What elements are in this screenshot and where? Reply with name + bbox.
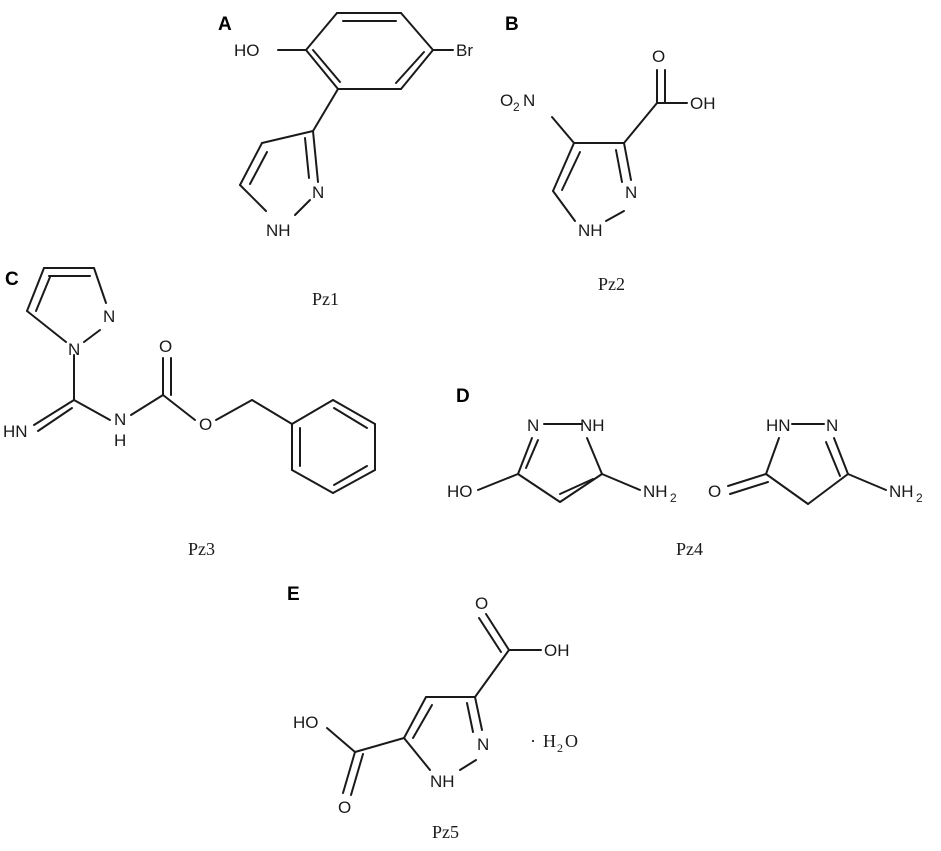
panel-c: C: [3, 267, 376, 559]
panel-a: A HO Br N NH: [218, 12, 473, 309]
pz5-top-o-label: O: [475, 594, 488, 613]
pz4-right-o-label: O: [708, 482, 721, 501]
pz3-ring-n1-label: N: [68, 340, 80, 359]
pz2-acid-oh-label: OH: [690, 94, 716, 113]
panel-d-letter: D: [456, 386, 470, 407]
svg-text:NH: NH: [643, 482, 668, 501]
pz1-nitrogen-label: N: [312, 183, 324, 202]
pz5-nh-label: NH: [430, 772, 455, 791]
panel-e: E O OH HO O N NH · H: [287, 584, 578, 842]
pz4-oxo-tautomer: [727, 423, 887, 505]
pz3-ester-o-label: O: [199, 415, 212, 434]
pz1-structure: [239, 12, 454, 216]
pz3-carbonyl-o-label: O: [159, 337, 172, 356]
pz2-nitro-label: O 2 N: [500, 91, 535, 114]
svg-text:H: H: [543, 731, 556, 751]
pz1-nh-label: NH: [266, 221, 291, 240]
pz5-nitrogen-label: N: [477, 735, 489, 754]
pz5-hydrate-label: · H 2 O: [530, 731, 578, 755]
panel-b: B O OH O 2 N N NH Pz2: [500, 14, 716, 294]
svg-text:2: 2: [557, 741, 563, 755]
svg-text:N: N: [114, 410, 126, 429]
pz4-left-n-label: N: [527, 416, 539, 435]
pz5-left-ho-label: HO: [293, 713, 319, 732]
pz5-top-oh-label: OH: [544, 641, 570, 660]
svg-text:H: H: [114, 431, 126, 450]
pz3-ring-n-label: N: [103, 307, 115, 326]
pz4-hydroxy-tautomer: [477, 423, 641, 503]
panel-b-letter: B: [505, 14, 519, 35]
pz1-caption: Pz1: [312, 289, 339, 309]
svg-text:·: ·: [530, 731, 536, 751]
pz4-caption: Pz4: [676, 539, 703, 559]
pz4-right-hn-label: HN: [766, 416, 791, 435]
pz5-bottom-o-label: O: [338, 798, 351, 817]
pz4-left-nh-label: NH: [580, 416, 605, 435]
pz5-structure: [326, 613, 542, 796]
panel-e-letter: E: [287, 584, 300, 605]
pz1-hydroxyl-label: HO: [234, 41, 260, 60]
svg-text:2: 2: [670, 491, 677, 505]
pz4-right-nh2-label: NH 2: [889, 482, 923, 505]
pz1-bromine-label: Br: [456, 41, 473, 60]
pz3-caption: Pz3: [188, 539, 215, 559]
pz2-carbonyl-o-label: O: [652, 47, 665, 66]
panel-c-letter: C: [5, 269, 19, 290]
svg-text:2: 2: [916, 491, 923, 505]
pz4-left-ho-label: HO: [447, 482, 473, 501]
pz3-structure: [26, 267, 376, 494]
panel-d: D N NH HO NH 2: [447, 386, 923, 559]
pz4-right-n-label: N: [826, 416, 838, 435]
svg-text:2: 2: [513, 100, 520, 114]
pz3-imine-label: HN: [3, 422, 28, 441]
svg-text:O: O: [500, 91, 513, 110]
pz5-caption: Pz5: [432, 822, 459, 842]
pz2-nh-label: NH: [578, 221, 603, 240]
svg-text:N: N: [523, 91, 535, 110]
pz2-caption: Pz2: [598, 274, 625, 294]
pz2-structure: [551, 69, 688, 222]
pz2-nitrogen-label: N: [625, 183, 637, 202]
svg-text:O: O: [565, 731, 578, 751]
pz4-left-nh2-label: NH 2: [643, 482, 677, 505]
svg-text:NH: NH: [889, 482, 914, 501]
panel-a-letter: A: [218, 14, 232, 35]
pz3-amide-nh-label: N H: [114, 410, 126, 450]
